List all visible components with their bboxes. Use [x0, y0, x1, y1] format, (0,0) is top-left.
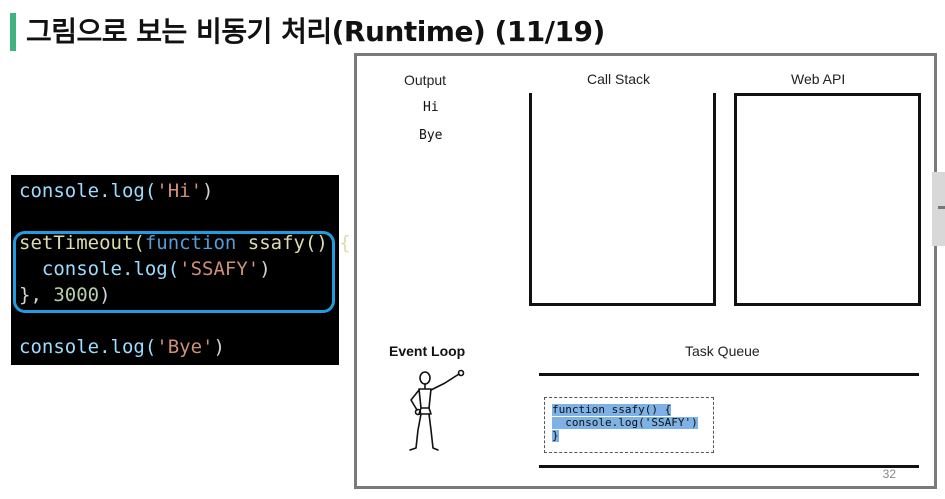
call-stack-label: Call Stack — [587, 71, 651, 87]
call-stack-box — [529, 93, 716, 306]
slide-title: 그림으로 보는 비동기 처리(Runtime) (11/19) — [26, 15, 605, 48]
web-api-label: Web API — [791, 71, 846, 87]
task-queue-item: function ssafy() { console.log('SSAFY') … — [544, 397, 714, 453]
settimeout-highlight — [13, 231, 335, 313]
side-tab-mark — [938, 206, 945, 209]
code-line-1: console.log('Hi') — [19, 180, 214, 202]
event-loop-label: Event Loop — [389, 343, 466, 359]
output-line-bye: Bye — [419, 128, 443, 143]
code-panel: console.log('Hi') setTimeout(function ss… — [11, 175, 351, 365]
page-number: 32 — [882, 467, 896, 481]
output-label: Output — [404, 72, 447, 88]
web-api-box — [734, 93, 921, 306]
title-accent-bar — [10, 13, 16, 51]
task-line-1: function ssafy() { — [552, 403, 672, 416]
code-line-2: setTimeout(function ssafy() { — [19, 232, 351, 254]
task-queue-label: Task Queue — [685, 343, 760, 359]
code-line-5: console.log('Bye') — [19, 336, 225, 358]
task-line-3: } — [552, 429, 559, 442]
task-queue-bottom-line — [539, 465, 919, 468]
output-line-hi: Hi — [423, 100, 439, 115]
task-line-2: console.log('SSAFY') — [552, 416, 698, 429]
side-scroll-tab[interactable] — [932, 172, 945, 246]
task-queue-top-line — [539, 373, 919, 376]
code-line-3: console.log('SSAFY') — [19, 258, 271, 280]
wooden-mannequin-figure-icon — [409, 369, 465, 451]
runtime-diagram: Output Hi Bye Call Stack Web API Event L… — [354, 53, 937, 489]
code-line-4: }, 3000) — [19, 284, 111, 306]
